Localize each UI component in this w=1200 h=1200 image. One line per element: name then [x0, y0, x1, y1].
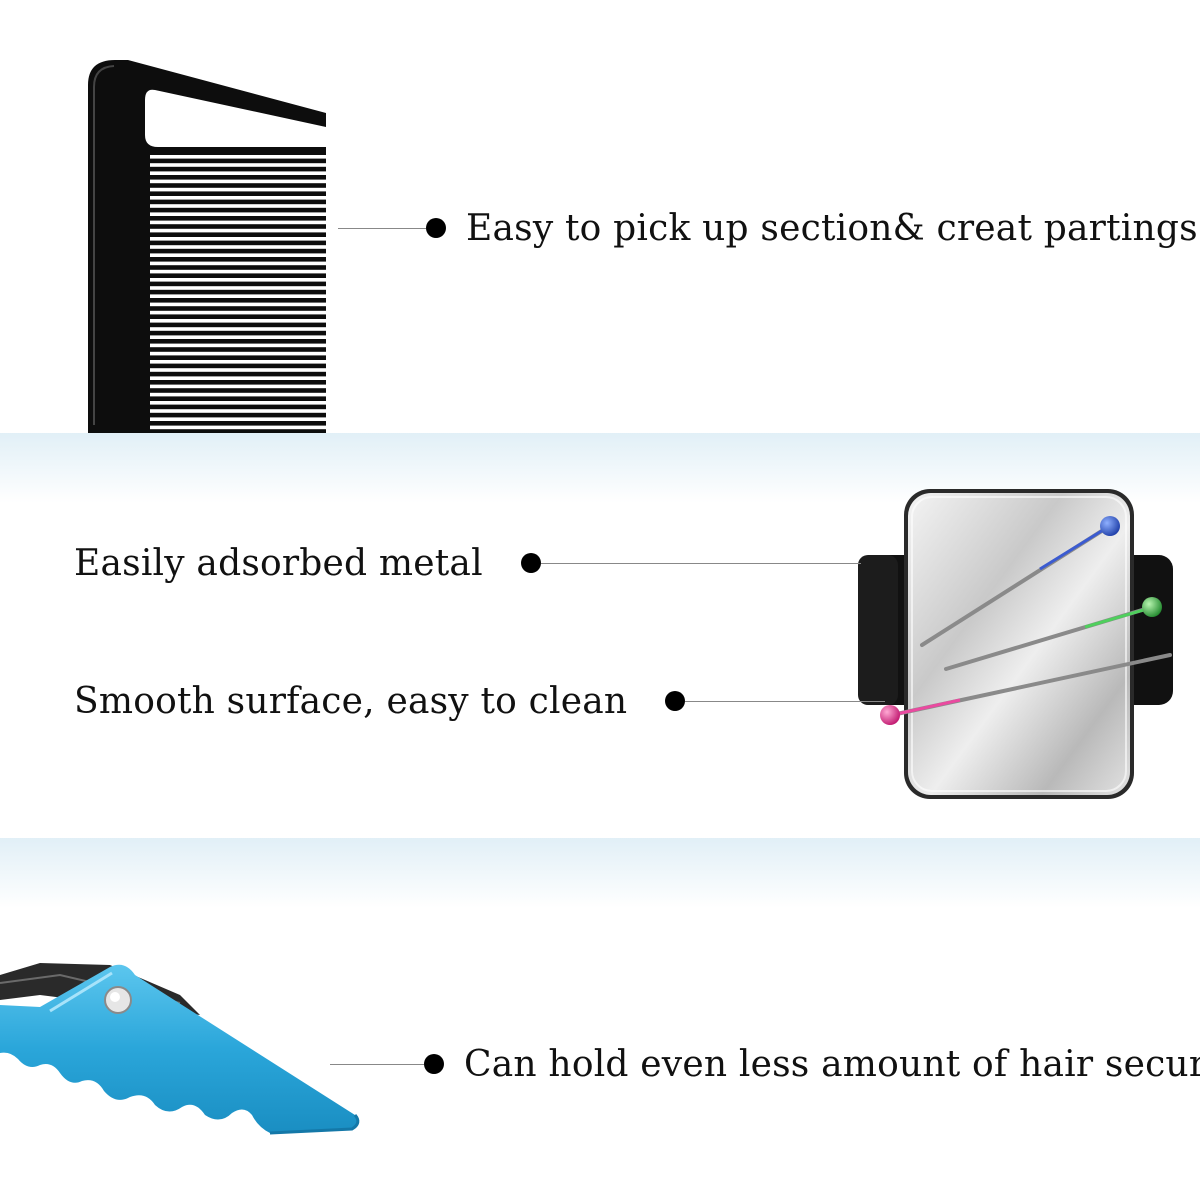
bullet-dot	[520, 553, 541, 573]
leader-line	[685, 700, 886, 702]
leader-line	[330, 1063, 424, 1065]
bullet-dot	[665, 691, 686, 711]
feature-surface: Smooth surface, easy to clean	[74, 680, 886, 722]
hair-clip-icon	[0, 963, 360, 1135]
feature-clip: Can hold even less amount of hair secure…	[330, 1043, 1200, 1085]
feature-comb: Easy to pick up section& creat partings	[338, 207, 1198, 249]
comb-label: Easy to pick up section& creat partings	[466, 207, 1198, 249]
leader-line	[338, 227, 426, 229]
bullet-dot	[426, 218, 446, 238]
feature-metal: Easily adsorbed metal	[74, 542, 861, 584]
metal-label: Easily adsorbed metal	[74, 542, 483, 584]
surface-label: Smooth surface, easy to clean	[74, 680, 628, 722]
divider-band-bottom	[0, 838, 1200, 908]
magnetic-wristband-icon	[858, 489, 1173, 799]
leader-line	[540, 562, 861, 564]
tail-comb-icon	[88, 60, 330, 433]
bullet-dot	[424, 1054, 444, 1074]
clip-label: Can hold even less amount of hair secure…	[464, 1043, 1200, 1085]
